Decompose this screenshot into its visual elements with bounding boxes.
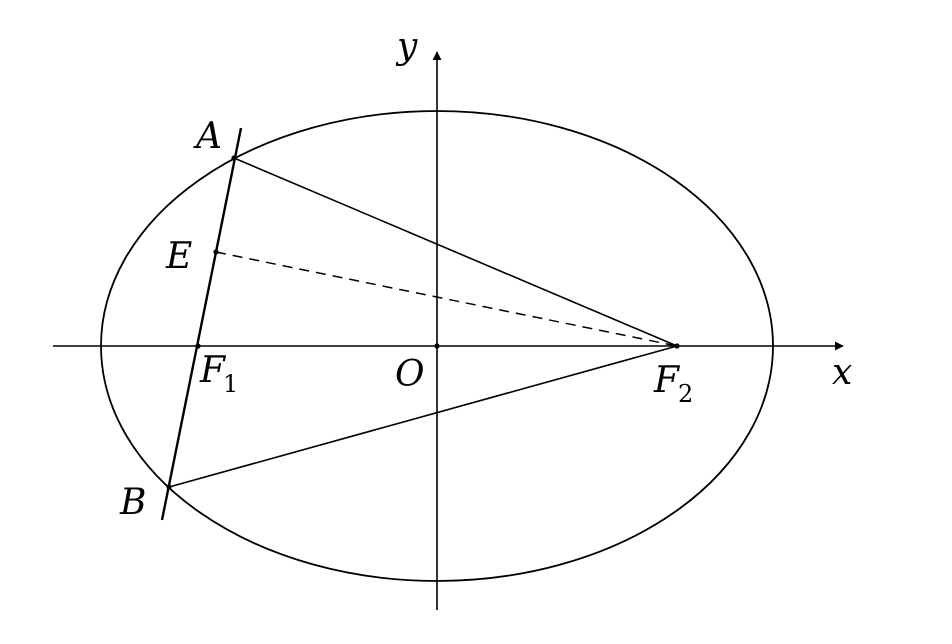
focus-f2-subscript: 2: [678, 380, 693, 408]
point-a-label: A: [193, 116, 222, 157]
segment-b-f2: [168, 345, 678, 488]
y-axis-label: y: [395, 26, 418, 67]
point-a-dot: [231, 155, 237, 161]
segment-a-f2: [233, 157, 678, 347]
x-axis-label: x: [832, 352, 852, 393]
point-e-label: E: [165, 236, 192, 277]
focus-f1-dot: [195, 343, 201, 349]
origin-label: O: [395, 354, 425, 395]
focus-f1-subscript: 1: [223, 370, 238, 398]
point-b-dot: [166, 484, 172, 490]
segment-e-f2-dashed: [215, 251, 678, 347]
focus-f1-label: F: [199, 350, 227, 391]
focus-f2-dot: [674, 343, 680, 349]
focus-f2-label: F: [653, 360, 681, 401]
chord-line-ab: [160, 127, 243, 521]
point-b-label: B: [119, 482, 146, 523]
origin-dot: [434, 343, 440, 349]
point-e-dot: [213, 249, 219, 255]
